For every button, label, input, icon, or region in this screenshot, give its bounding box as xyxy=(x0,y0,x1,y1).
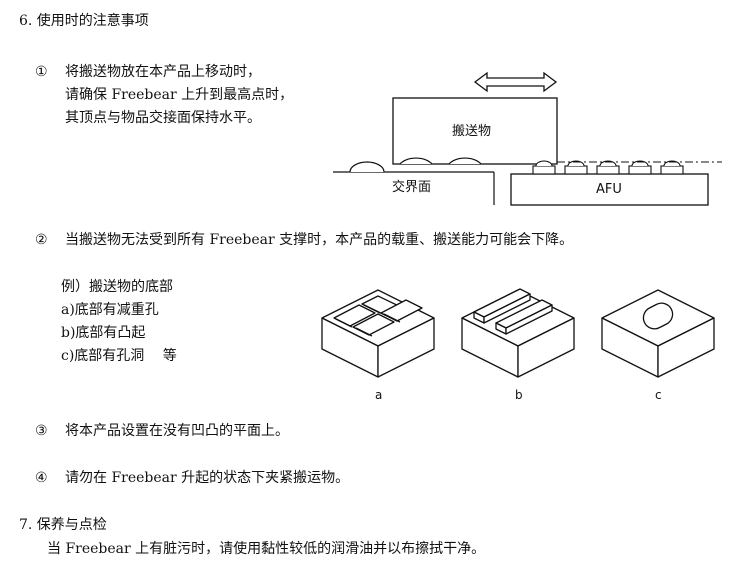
afu-label: AFU xyxy=(596,182,622,197)
section-7-title: 7. 保养与点检 xyxy=(19,517,107,533)
section-7-text: 当 Freebear 上有脏污时，请使用黏性较低的润滑油并以布擦拭干净。 xyxy=(47,541,486,557)
item-3-text: 将本产品设置在没有凹凸的平面上。 xyxy=(65,423,289,439)
label-a: a xyxy=(375,388,383,402)
section-6-title: 6. 使用时的注意事项 xyxy=(19,13,149,29)
item-4-text: 请勿在 Freebear 升起的状态下夹紧搬运物。 xyxy=(65,470,350,486)
block-b xyxy=(461,288,575,378)
label-c: c xyxy=(655,388,662,402)
item-1-line-1: 将搬送物放在本产品上移动时， xyxy=(65,64,261,80)
example-c: c)底部有孔洞 等 xyxy=(61,348,177,364)
item-4-marker: ④ xyxy=(35,470,48,486)
load-label: 搬送物 xyxy=(452,124,492,139)
item-2-text: 当搬送物无法受到所有 Freebear 支撑时，本产品的载重、搬送能力可能会下降… xyxy=(65,232,574,248)
item-1-marker: ① xyxy=(35,64,48,80)
block-a xyxy=(321,289,435,378)
item-2-marker: ② xyxy=(35,232,48,248)
example-b: b)底部有凸起 xyxy=(61,325,146,341)
item-3-marker: ③ xyxy=(35,423,48,439)
double-arrow-icon xyxy=(473,71,558,93)
interface-label: 交界面 xyxy=(392,180,432,195)
block-c xyxy=(601,289,715,378)
label-b: b xyxy=(515,388,523,402)
example-a: a)底部有减重孔 xyxy=(61,302,159,318)
item-1-line-3: 其顶点与物品交接面保持水平。 xyxy=(65,110,261,126)
item-1-line-2: 请确保 Freebear 上升到最高点时， xyxy=(65,87,294,103)
example-heading: 例）搬送物的底部 xyxy=(61,279,173,295)
